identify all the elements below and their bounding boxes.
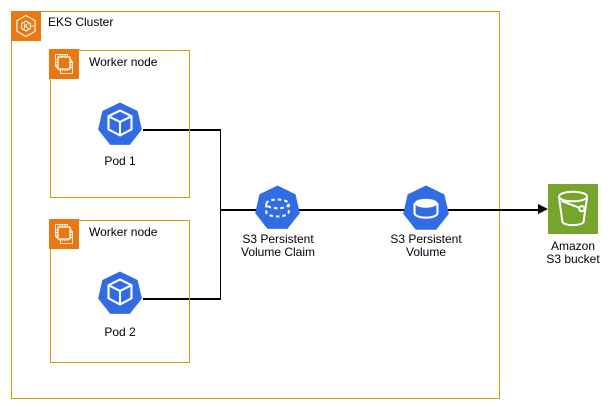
connector-arrowhead <box>538 204 548 214</box>
compute-chip-icon <box>49 219 79 249</box>
worker-node-1-label: Worker node <box>89 55 158 69</box>
pvc-label: S3 Persistent Volume Claim <box>240 232 316 259</box>
worker-node-2-box <box>50 220 190 363</box>
svg-text:K: K <box>23 24 28 31</box>
connector-vertical-junction <box>219 129 221 300</box>
eks-cluster-box <box>11 11 500 399</box>
kubernetes-pod-icon <box>98 271 142 314</box>
worker-node-2-label: Worker node <box>89 225 158 239</box>
s3-bucket-label: Amazon S3 bucket <box>546 239 600 266</box>
bucket-glyph-icon <box>558 190 588 227</box>
persistent-volume-icon <box>403 185 449 230</box>
connector-pod2-horizontal <box>143 298 221 300</box>
connector-pod1-horizontal <box>143 129 221 131</box>
s3-bucket-icon <box>548 184 598 234</box>
compute-chip-icon <box>49 49 79 79</box>
kubernetes-pod-icon <box>98 102 142 145</box>
worker-node-1-box <box>50 50 190 198</box>
eks-cluster-label: EKS Cluster <box>48 15 114 29</box>
persistent-volume-claim-icon <box>255 185 300 229</box>
pod-1-label: Pod 1 <box>104 154 136 168</box>
eks-kubernetes-icon: K <box>11 11 41 41</box>
pv-label: S3 Persistent Volume <box>390 232 462 259</box>
pod-2-label: Pod 2 <box>104 325 136 339</box>
connector-pvc-pv-bucket <box>219 209 540 211</box>
